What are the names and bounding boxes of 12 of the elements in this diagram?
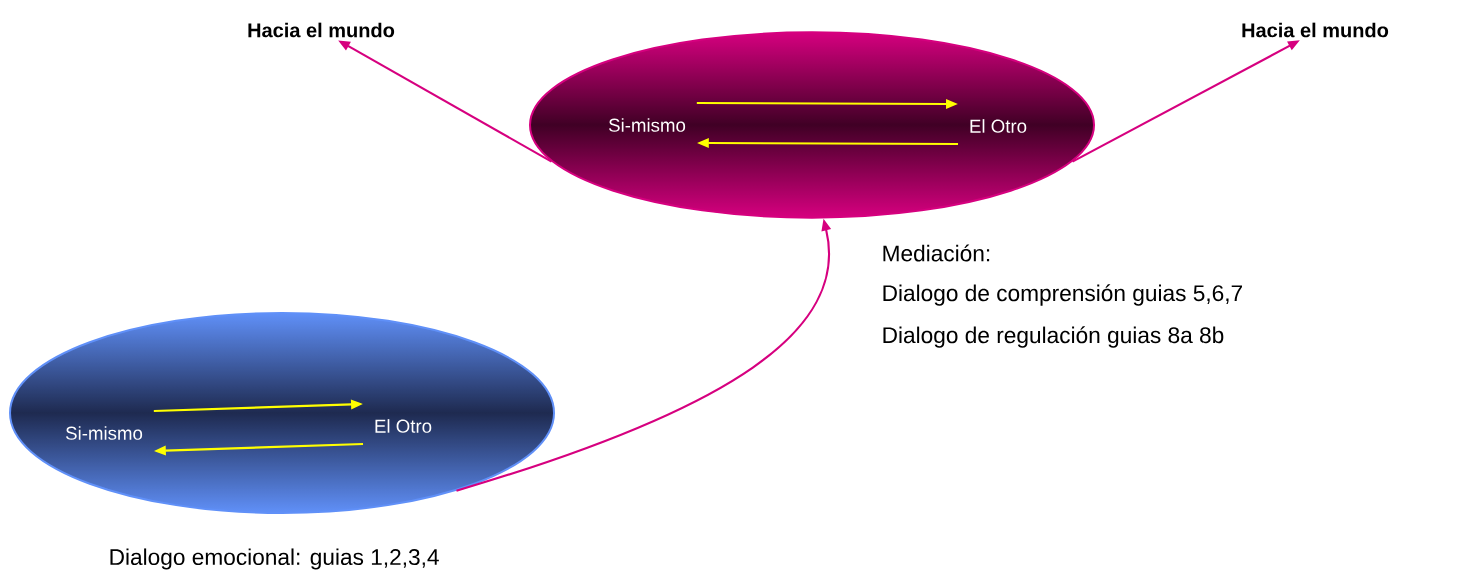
note-text: Dialogo de comprensión guias 5,6,7 — [883, 284, 1242, 306]
node-text: Si-mismo — [609, 118, 686, 132]
note-text: Dialogo de regulación guias 8a 8b — [883, 326, 1224, 348]
node-text: El Otro — [970, 119, 1027, 133]
node-text: El Otro — [375, 419, 432, 433]
node-text: Hacia el mundo — [1242, 22, 1389, 38]
node-label: Dialogo emocional: guias 1,2,3,4 — [110, 548, 439, 570]
ellipse-shape — [9, 312, 555, 514]
note-text: Mediación: — [883, 244, 990, 262]
ellipse-shape — [529, 31, 1095, 219]
node-text: Hacia el mundo — [248, 22, 395, 38]
node-text: Si-mismo — [66, 426, 143, 440]
